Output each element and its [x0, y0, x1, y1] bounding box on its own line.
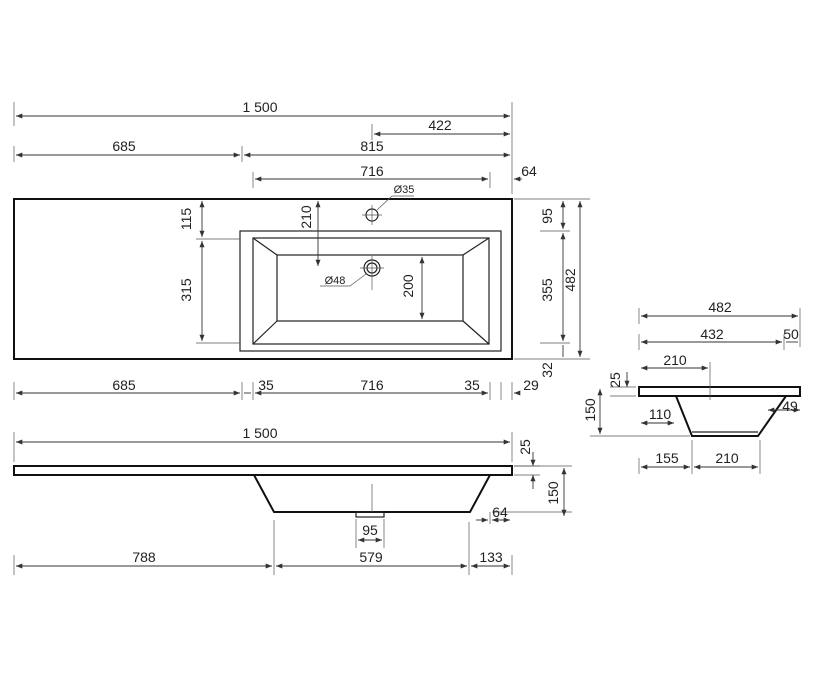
- dim-overall-front: 1 500: [242, 425, 277, 441]
- dim-49: 49: [782, 398, 798, 414]
- front-slab: [13, 465, 513, 476]
- dim-64-front: 64: [492, 504, 508, 520]
- dim-200: 200: [400, 274, 416, 298]
- dim-95: 95: [539, 208, 555, 224]
- dim-overall-top: 1 500: [242, 99, 277, 115]
- side-basin: [675, 395, 787, 437]
- dim-788: 788: [132, 549, 156, 565]
- basin-edge: [252, 237, 490, 345]
- dim-716-bottom: 716: [360, 377, 384, 393]
- dim-482-top: 482: [562, 268, 578, 292]
- basin-rim: [239, 230, 502, 352]
- dim-35-right: 35: [464, 377, 480, 393]
- dim-355: 355: [539, 278, 555, 302]
- side-slab: [638, 386, 801, 397]
- dim-110: 110: [649, 406, 672, 422]
- dim-815: 815: [360, 138, 384, 154]
- dim-150-front: 150: [545, 481, 561, 505]
- dim-25-front: 25: [517, 439, 533, 455]
- dim-32: 32: [539, 362, 555, 378]
- dim-716-top: 716: [360, 163, 384, 179]
- top-slab-outline: [13, 198, 513, 360]
- dim-25-side: 25: [607, 372, 623, 388]
- dim-29: 29: [523, 377, 539, 393]
- dim-685-bottom: 685: [112, 377, 136, 393]
- top-view: 1 500 422 685 815 716 64 Ø35 Ø48 115 315: [13, 99, 590, 400]
- dim-64-top: 64: [521, 163, 537, 179]
- dim-35-left: 35: [258, 377, 274, 393]
- dim-210-side-top: 210: [663, 352, 687, 368]
- dim-115: 115: [178, 208, 194, 231]
- dim-579: 579: [359, 549, 383, 565]
- dim-685-top: 685: [112, 138, 136, 154]
- dim-210-side-base: 210: [715, 450, 739, 466]
- dim-155: 155: [655, 450, 679, 466]
- dim-95-drain: 95: [362, 522, 378, 538]
- front-drain: [355, 511, 385, 518]
- dim-315: 315: [178, 278, 194, 302]
- dim-482-side: 482: [708, 299, 732, 315]
- dim-422: 422: [428, 117, 452, 133]
- label-tap-hole: Ø35: [394, 184, 415, 196]
- front-view: 1 500 25 150 95 64 788 579 133: [13, 425, 572, 575]
- dim-50: 50: [783, 326, 799, 342]
- side-view: 482 432 50 210 25 150 110 49 155 210: [582, 299, 801, 474]
- dim-210-tap: 210: [298, 205, 314, 229]
- dim-150-side: 150: [582, 398, 598, 422]
- label-drain-hole: Ø48: [325, 275, 346, 287]
- dim-432: 432: [700, 326, 724, 342]
- dim-133: 133: [479, 549, 503, 565]
- basin-bottom: [276, 254, 464, 322]
